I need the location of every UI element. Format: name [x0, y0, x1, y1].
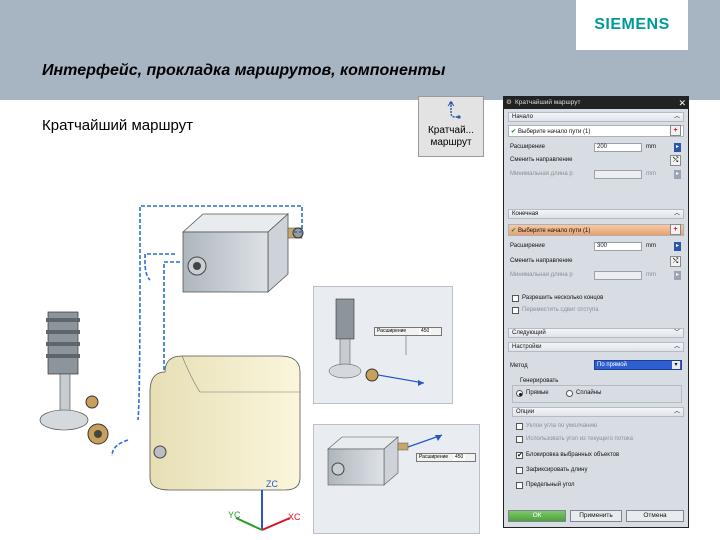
- header-band: SIEMENS Интерфейс, прокладка маршрутов, …: [0, 0, 720, 100]
- section-settings-header[interactable]: Настройки︿: [508, 342, 684, 352]
- end-point-select-button[interactable]: +: [670, 224, 681, 235]
- method-label: Метод: [510, 363, 528, 369]
- radio-spline[interactable]: [566, 390, 573, 397]
- inset-pump-drawing: [328, 298, 425, 386]
- method-select[interactable]: По прямой ▾: [594, 360, 682, 370]
- section-start-header[interactable]: Начало︿: [508, 112, 684, 122]
- allow-multiple-label: Разрешить несколько концов: [522, 295, 604, 301]
- route-path: [111, 205, 303, 457]
- start-min-length-unit: mm: [646, 171, 656, 177]
- end-extension-menu[interactable]: ▸: [674, 242, 681, 251]
- route-icon: [447, 101, 461, 119]
- option-checkbox-1[interactable]: [516, 436, 523, 443]
- option-checkbox-4[interactable]: [516, 482, 523, 489]
- check-icon: ✔: [511, 129, 517, 135]
- end-extension-row: Расширение: [510, 243, 545, 249]
- inset-bottom-extension-field: Расширение 450: [416, 453, 476, 462]
- inset-pump-view: Расширение 450: [313, 286, 453, 404]
- section-end-header[interactable]: Конечная︿: [508, 209, 684, 219]
- radio-straight[interactable]: [516, 390, 523, 397]
- start-extension-unit: mm: [646, 144, 656, 150]
- pump-model: [39, 311, 109, 445]
- radio-straight-label: Прямые: [526, 390, 549, 396]
- end-change-direction: Сменить направление: [510, 258, 573, 264]
- start-select-row[interactable]: ✔Выберите начало пути (1): [508, 125, 684, 137]
- option-label-2: Блокировка выбранных объектов: [526, 452, 620, 458]
- check-icon: ✔: [511, 228, 517, 234]
- chevron-up-icon: ︿: [673, 344, 680, 350]
- start-extension-menu[interactable]: ▸: [674, 143, 681, 152]
- model-viewport[interactable]: ZC YC XC Расширение 450: [0, 160, 500, 540]
- stock-offset-label: Переместить сдвиг отступа: [522, 307, 599, 313]
- dialog-title: Кратчайший маршрут: [515, 99, 581, 106]
- ok-button[interactable]: ОК: [508, 510, 566, 522]
- shortest-route-button-label: Кратчай... маршрут: [427, 125, 474, 148]
- axis-label-xc: XC: [288, 512, 301, 522]
- gear-icon: ⚙: [506, 99, 512, 106]
- reverse-direction-icon: ⤭: [672, 258, 679, 265]
- apply-button[interactable]: Применить: [570, 510, 622, 522]
- start-extension-input[interactable]: 200: [594, 143, 642, 152]
- start-min-length-input[interactable]: [594, 170, 642, 179]
- end-min-length-unit: mm: [646, 272, 656, 278]
- start-change-direction: Сменить направление: [510, 157, 573, 163]
- end-select-row[interactable]: ✔Выберите начало пути (1): [508, 224, 684, 236]
- shortest-route-dialog: ⚙ Кратчайший маршрут ✕ Начало︿ ✔Выберите…: [503, 96, 689, 528]
- section-results-header[interactable]: Следующий﹀: [508, 328, 684, 338]
- option-checkbox-0[interactable]: [516, 423, 523, 430]
- allow-multiple-checkbox[interactable]: [512, 295, 519, 302]
- reverse-direction-icon: ⤭: [672, 157, 679, 164]
- close-icon[interactable]: ✕: [678, 98, 686, 108]
- siemens-logo: SIEMENS: [594, 16, 670, 33]
- cancel-button[interactable]: Отмена: [626, 510, 684, 522]
- radio-spline-label: Сплайны: [576, 390, 602, 396]
- section-options-header[interactable]: Опции︿: [512, 407, 684, 417]
- chevron-down-icon: ﹀: [673, 330, 680, 336]
- option-label-1: Использовать угол из текущего потока: [526, 436, 634, 442]
- option-checkbox-2[interactable]: [516, 451, 523, 459]
- generate-group: [512, 385, 682, 403]
- chevron-up-icon: ︿: [673, 409, 680, 415]
- chevron-up-icon: ︿: [673, 211, 680, 217]
- axis-triad: [235, 490, 291, 531]
- logo-box: SIEMENS: [576, 0, 688, 50]
- inset-top-extension-field: Расширение 450: [374, 327, 442, 336]
- start-extension-row: Расширение: [510, 144, 545, 150]
- end-extension-input[interactable]: 300: [594, 242, 642, 251]
- end-min-length-menu[interactable]: ▸: [674, 271, 681, 280]
- end-min-length-row: Минимальная длина р: [510, 272, 573, 278]
- axis-label-zc: ZC: [266, 479, 278, 489]
- chevron-down-icon: ▾: [672, 361, 680, 369]
- inset-box-view: Расширение 450: [313, 424, 480, 534]
- start-min-length-row: Минимальная длина р: [510, 171, 573, 177]
- crosshair-icon: +: [673, 127, 678, 134]
- start-min-length-menu[interactable]: ▸: [674, 170, 681, 179]
- start-reverse-button[interactable]: ⤭: [670, 155, 681, 166]
- scene-drawing: [39, 205, 304, 531]
- end-reverse-button[interactable]: ⤭: [670, 256, 681, 267]
- axis-label-yc: YC: [228, 510, 241, 520]
- stock-offset-checkbox[interactable]: [512, 307, 519, 314]
- tank-model: [149, 355, 301, 491]
- upper-box-model: [181, 213, 304, 293]
- option-label-0: Уклон угла по умолчанию: [526, 423, 598, 429]
- dialog-titlebar: ⚙ Кратчайший маршрут ✕: [504, 97, 688, 109]
- shortest-route-button[interactable]: Кратчай... маршрут: [418, 96, 484, 157]
- chevron-up-icon: ︿: [673, 114, 680, 120]
- end-min-length-input[interactable]: [594, 271, 642, 280]
- end-extension-unit: mm: [646, 243, 656, 249]
- page-subtitle: Кратчайший маршрут: [42, 117, 194, 134]
- option-checkbox-3[interactable]: [516, 467, 523, 474]
- inset-box-drawing: [327, 434, 443, 486]
- option-label-3: Зафиксировать длину: [526, 467, 588, 473]
- crosshair-icon: +: [673, 226, 678, 233]
- start-point-select-button[interactable]: +: [670, 125, 681, 136]
- generate-label: Генерировать: [520, 378, 559, 384]
- option-label-4: Предельный угол: [526, 482, 575, 488]
- page-title: Интерфейс, прокладка маршрутов, компонен…: [42, 62, 446, 79]
